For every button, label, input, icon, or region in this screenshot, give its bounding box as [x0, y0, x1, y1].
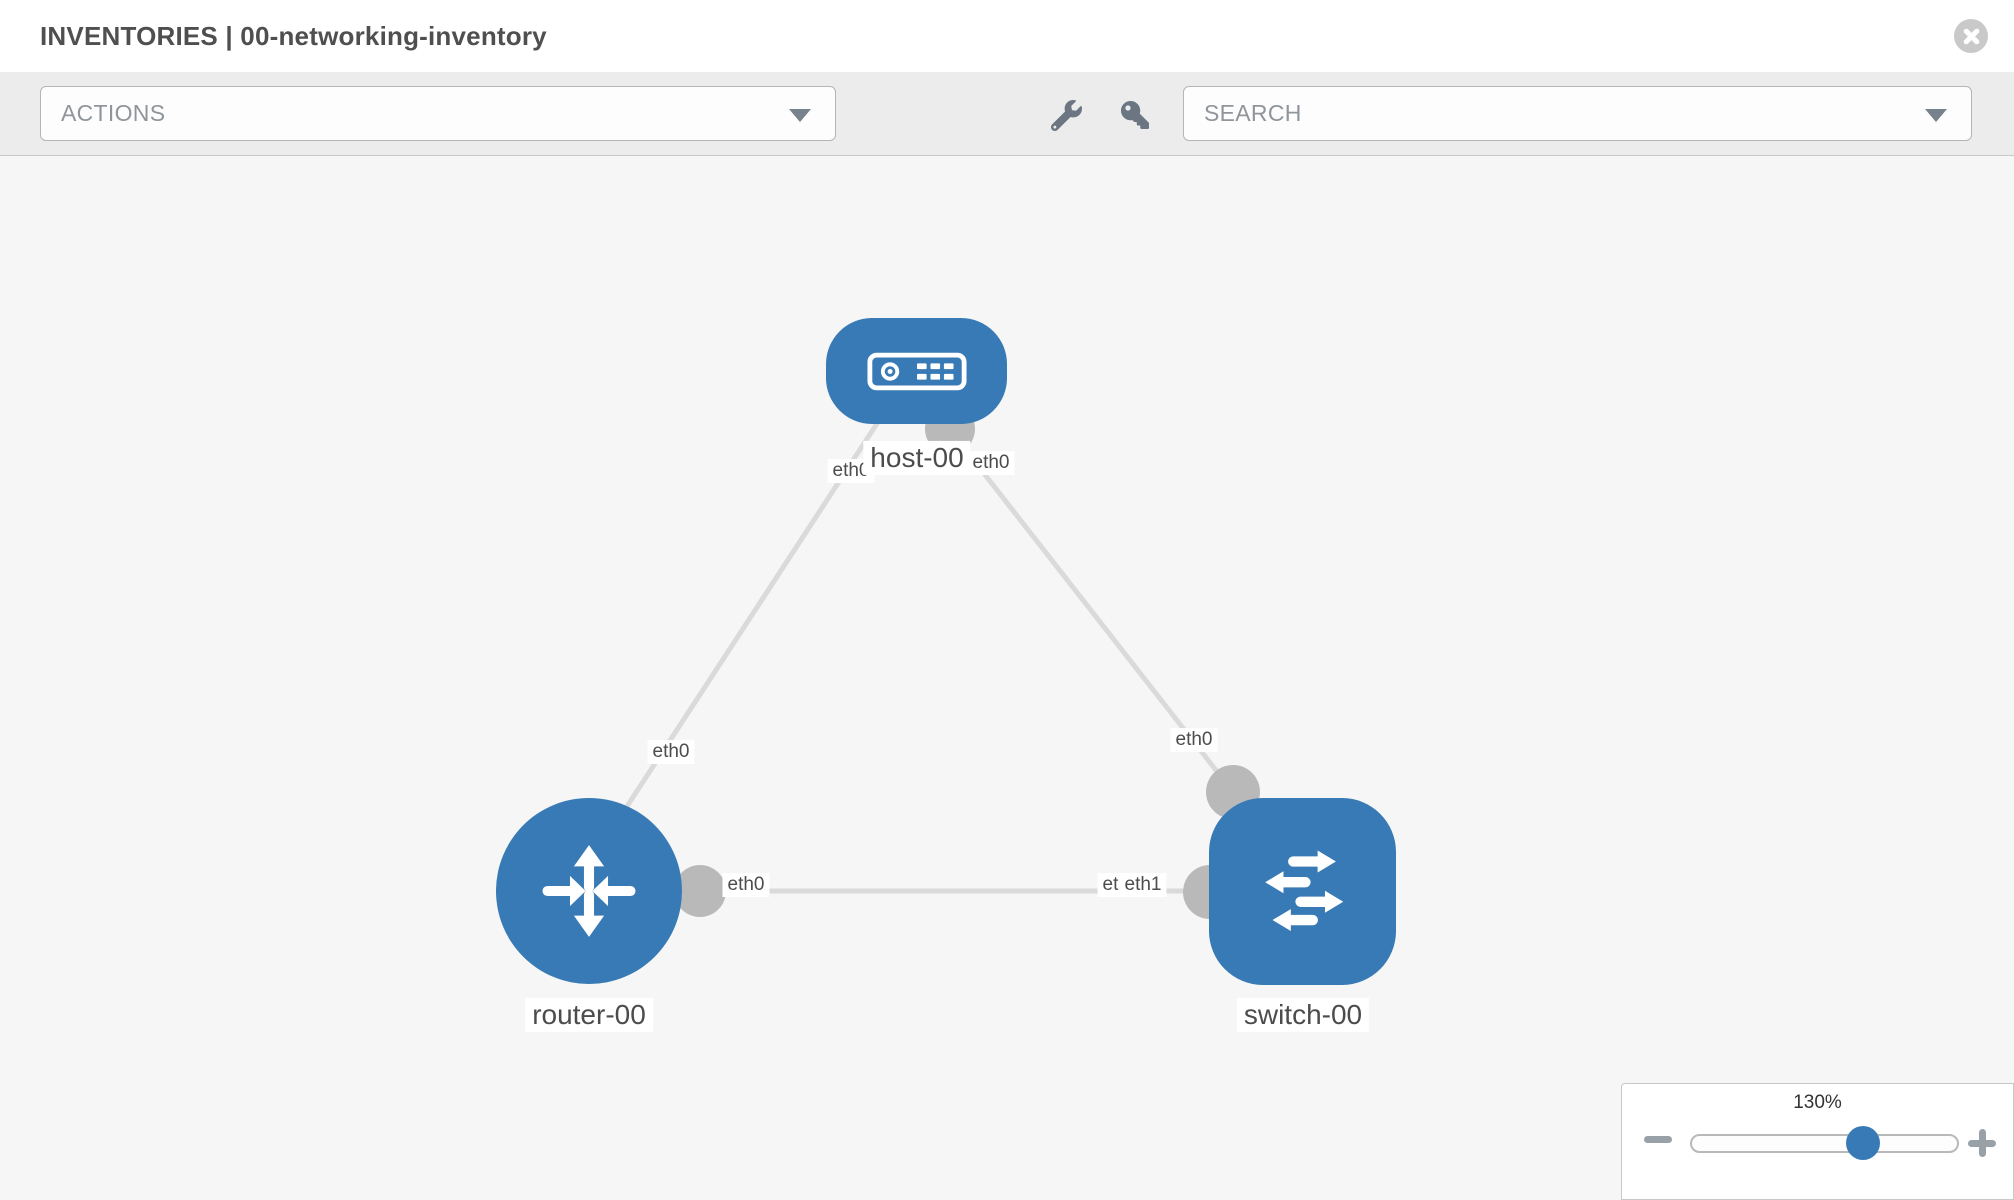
- node-label-host-00[interactable]: host-00: [863, 440, 971, 476]
- zoom-level-value: 130%: [1793, 1092, 1842, 1113]
- interface-label: eth0: [967, 451, 1015, 475]
- close-icon: [1963, 28, 1979, 44]
- interface-label: eth0: [827, 459, 875, 483]
- node-host-00[interactable]: [826, 318, 1007, 424]
- interface-label: eth0: [1170, 728, 1218, 752]
- host-icon: [866, 352, 967, 390]
- caret-down-icon: [1925, 108, 1947, 122]
- interface-connector: [674, 865, 726, 917]
- interface-label: eth0: [647, 740, 695, 764]
- minus-icon[interactable]: [1644, 1136, 1672, 1143]
- close-button[interactable]: [1954, 19, 1988, 53]
- wrench-button[interactable]: [1047, 96, 1085, 134]
- node-router-00[interactable]: [496, 798, 682, 984]
- key-button[interactable]: [1116, 96, 1154, 134]
- wrench-icon: [1050, 99, 1082, 131]
- router-icon: [542, 845, 636, 937]
- actions-dropdown[interactable]: ACTIONS: [40, 86, 836, 141]
- header: INVENTORIES | 00-networking-inventory: [0, 0, 2014, 72]
- interface-label: eth1: [1119, 873, 1167, 897]
- key-icon: [1121, 101, 1149, 129]
- page-title: INVENTORIES | 00-networking-inventory: [40, 20, 547, 51]
- zoom-slider-knob[interactable]: [1846, 1126, 1880, 1160]
- node-label-router-00[interactable]: router-00: [525, 997, 653, 1033]
- caret-down-icon: [789, 108, 811, 122]
- search-dropdown-label: SEARCH: [1204, 100, 1302, 126]
- toolbar: ACTIONS SEARCH: [0, 72, 2014, 156]
- topology-canvas[interactable]: eth0 eth0 eth0 eth0 eth0 eth0 eth1 host-…: [0, 156, 2014, 1200]
- search-dropdown[interactable]: SEARCH: [1183, 86, 1972, 141]
- switch-icon: [1264, 850, 1343, 931]
- interface-label: eth0: [722, 873, 770, 897]
- zoom-slider-track[interactable]: [1690, 1134, 1959, 1153]
- node-switch-00[interactable]: [1209, 798, 1396, 985]
- zoom-panel: 130%: [1621, 1083, 2014, 1200]
- plus-icon[interactable]: [1968, 1129, 1996, 1157]
- actions-dropdown-label: ACTIONS: [61, 100, 166, 126]
- node-label-switch-00[interactable]: switch-00: [1236, 997, 1370, 1033]
- links-layer: [619, 404, 1260, 919]
